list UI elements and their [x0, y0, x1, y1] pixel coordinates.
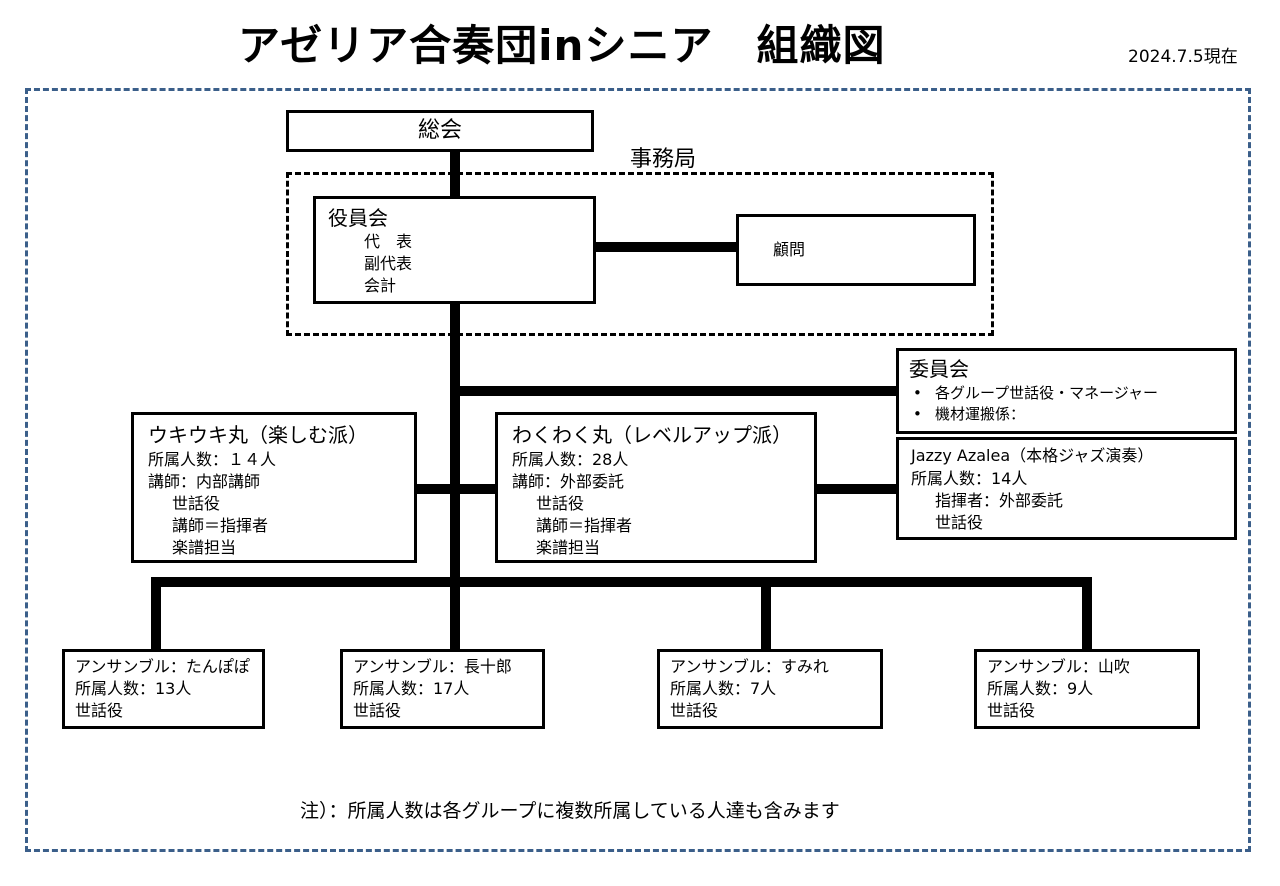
ensemble-name: アンサンブル：すみれ: [670, 657, 829, 676]
ensemble-role: 世話役: [670, 701, 719, 720]
connector-ukiuki: [415, 484, 497, 494]
connector-board-advisor: [594, 242, 738, 252]
wakuwaku-instructor: 講師：外部委託: [512, 472, 625, 491]
jazzy-line: 世話役: [935, 513, 984, 532]
ukiuki-instructor: 講師：内部講師: [148, 472, 261, 491]
ensemble-members: 所属人数：17人: [353, 679, 470, 698]
board-role-treasurer: 会計: [364, 276, 397, 295]
office-label: 事務局: [630, 147, 697, 172]
wakuwaku-line: 世話役: [536, 494, 585, 513]
ensemble-name: アンサンブル：山吹: [987, 657, 1130, 676]
committee-item: 機材運搬係：: [909, 404, 1234, 425]
general-meeting-box: 総会: [286, 110, 594, 152]
board-role-representative: 代 表: [364, 232, 413, 251]
board-box: 役員会 代 表 副代表 会計: [313, 196, 596, 304]
wakuwaku-line: 楽譜担当: [536, 538, 601, 557]
ensemble-name: アンサンブル：たんぽぽ: [75, 657, 250, 676]
board-title: 役員会: [328, 206, 388, 230]
ensemble-role: 世話役: [987, 701, 1036, 720]
connector-trunk: [450, 300, 460, 582]
ensemble-box: アンサンブル：長十郎 所属人数：17人 世話役: [340, 649, 545, 729]
wakuwaku-members: 所属人数：28人: [512, 450, 629, 469]
office-frame: [286, 172, 994, 336]
connector-ensemble-4: [1082, 577, 1092, 651]
connector-ensemble-3: [761, 577, 771, 651]
ukiuki-line: 楽譜担当: [172, 538, 237, 557]
advisor-label: 顧問: [773, 240, 806, 259]
connector-ensemble-bar: [151, 577, 1092, 587]
ensemble-box: アンサンブル：すみれ 所属人数：7人 世話役: [657, 649, 883, 729]
outer-frame: [25, 88, 1251, 852]
committee-box: 委員会 各グループ世話役・マネージャー 機材運搬係：: [896, 348, 1237, 434]
ensemble-members: 所属人数：7人: [670, 679, 777, 698]
wakuwaku-line: 講師＝指揮者: [536, 516, 633, 535]
ensemble-role: 世話役: [353, 701, 402, 720]
ukiuki-line: 世話役: [172, 494, 221, 513]
date-label: 2024.7.5現在: [1128, 47, 1238, 67]
jazzy-group-box: Jazzy Azalea（本格ジャズ演奏） 所属人数：14人 指揮者：外部委託 …: [896, 437, 1237, 540]
connector-general-board: [450, 150, 460, 198]
ensemble-members: 所属人数：9人: [987, 679, 1094, 698]
connector-jazzy: [815, 484, 899, 494]
ensemble-box: アンサンブル：たんぽぽ 所属人数：13人 世話役: [62, 649, 265, 729]
board-role-vice: 副代表: [364, 254, 413, 273]
general-meeting-label: 総会: [417, 118, 462, 143]
ensemble-members: 所属人数：13人: [75, 679, 192, 698]
ukiuki-group-box: ウキウキ丸（楽しむ派） 所属人数：１４人 講師：内部講師 世話役 講師＝指揮者 …: [131, 412, 417, 563]
connector-ensemble-1: [151, 577, 161, 651]
committee-item: 各グループ世話役・マネージャー: [909, 383, 1234, 404]
connector-ensemble-2: [450, 577, 460, 651]
ensemble-name: アンサンブル：長十郎: [353, 657, 512, 676]
committee-list: 各グループ世話役・マネージャー 機材運搬係：: [909, 383, 1234, 425]
jazzy-title: Jazzy Azalea（本格ジャズ演奏）: [911, 446, 1154, 465]
page-title: アゼリア合奏団inシニア 組織図: [238, 21, 886, 70]
jazzy-line: 指揮者：外部委託: [935, 491, 1064, 510]
ukiuki-line: 講師＝指揮者: [172, 516, 269, 535]
wakuwaku-group-box: わくわく丸（レベルアップ派） 所属人数：28人 講師：外部委託 世話役 講師＝指…: [495, 412, 817, 563]
footnote: 注）：所属人数は各グループに複数所属している人達も含みます: [300, 800, 840, 822]
advisor-box: 顧問: [736, 214, 976, 286]
wakuwaku-title: わくわく丸（レベルアップ派）: [512, 423, 792, 447]
jazzy-members: 所属人数：14人: [911, 469, 1028, 488]
ensemble-role: 世話役: [75, 701, 124, 720]
ensemble-box: アンサンブル：山吹 所属人数：9人 世話役: [974, 649, 1200, 729]
committee-title: 委員会: [909, 357, 969, 381]
ukiuki-title: ウキウキ丸（楽しむ派）: [148, 423, 368, 447]
ukiuki-members: 所属人数：１４人: [148, 450, 277, 469]
connector-committee: [455, 386, 897, 396]
